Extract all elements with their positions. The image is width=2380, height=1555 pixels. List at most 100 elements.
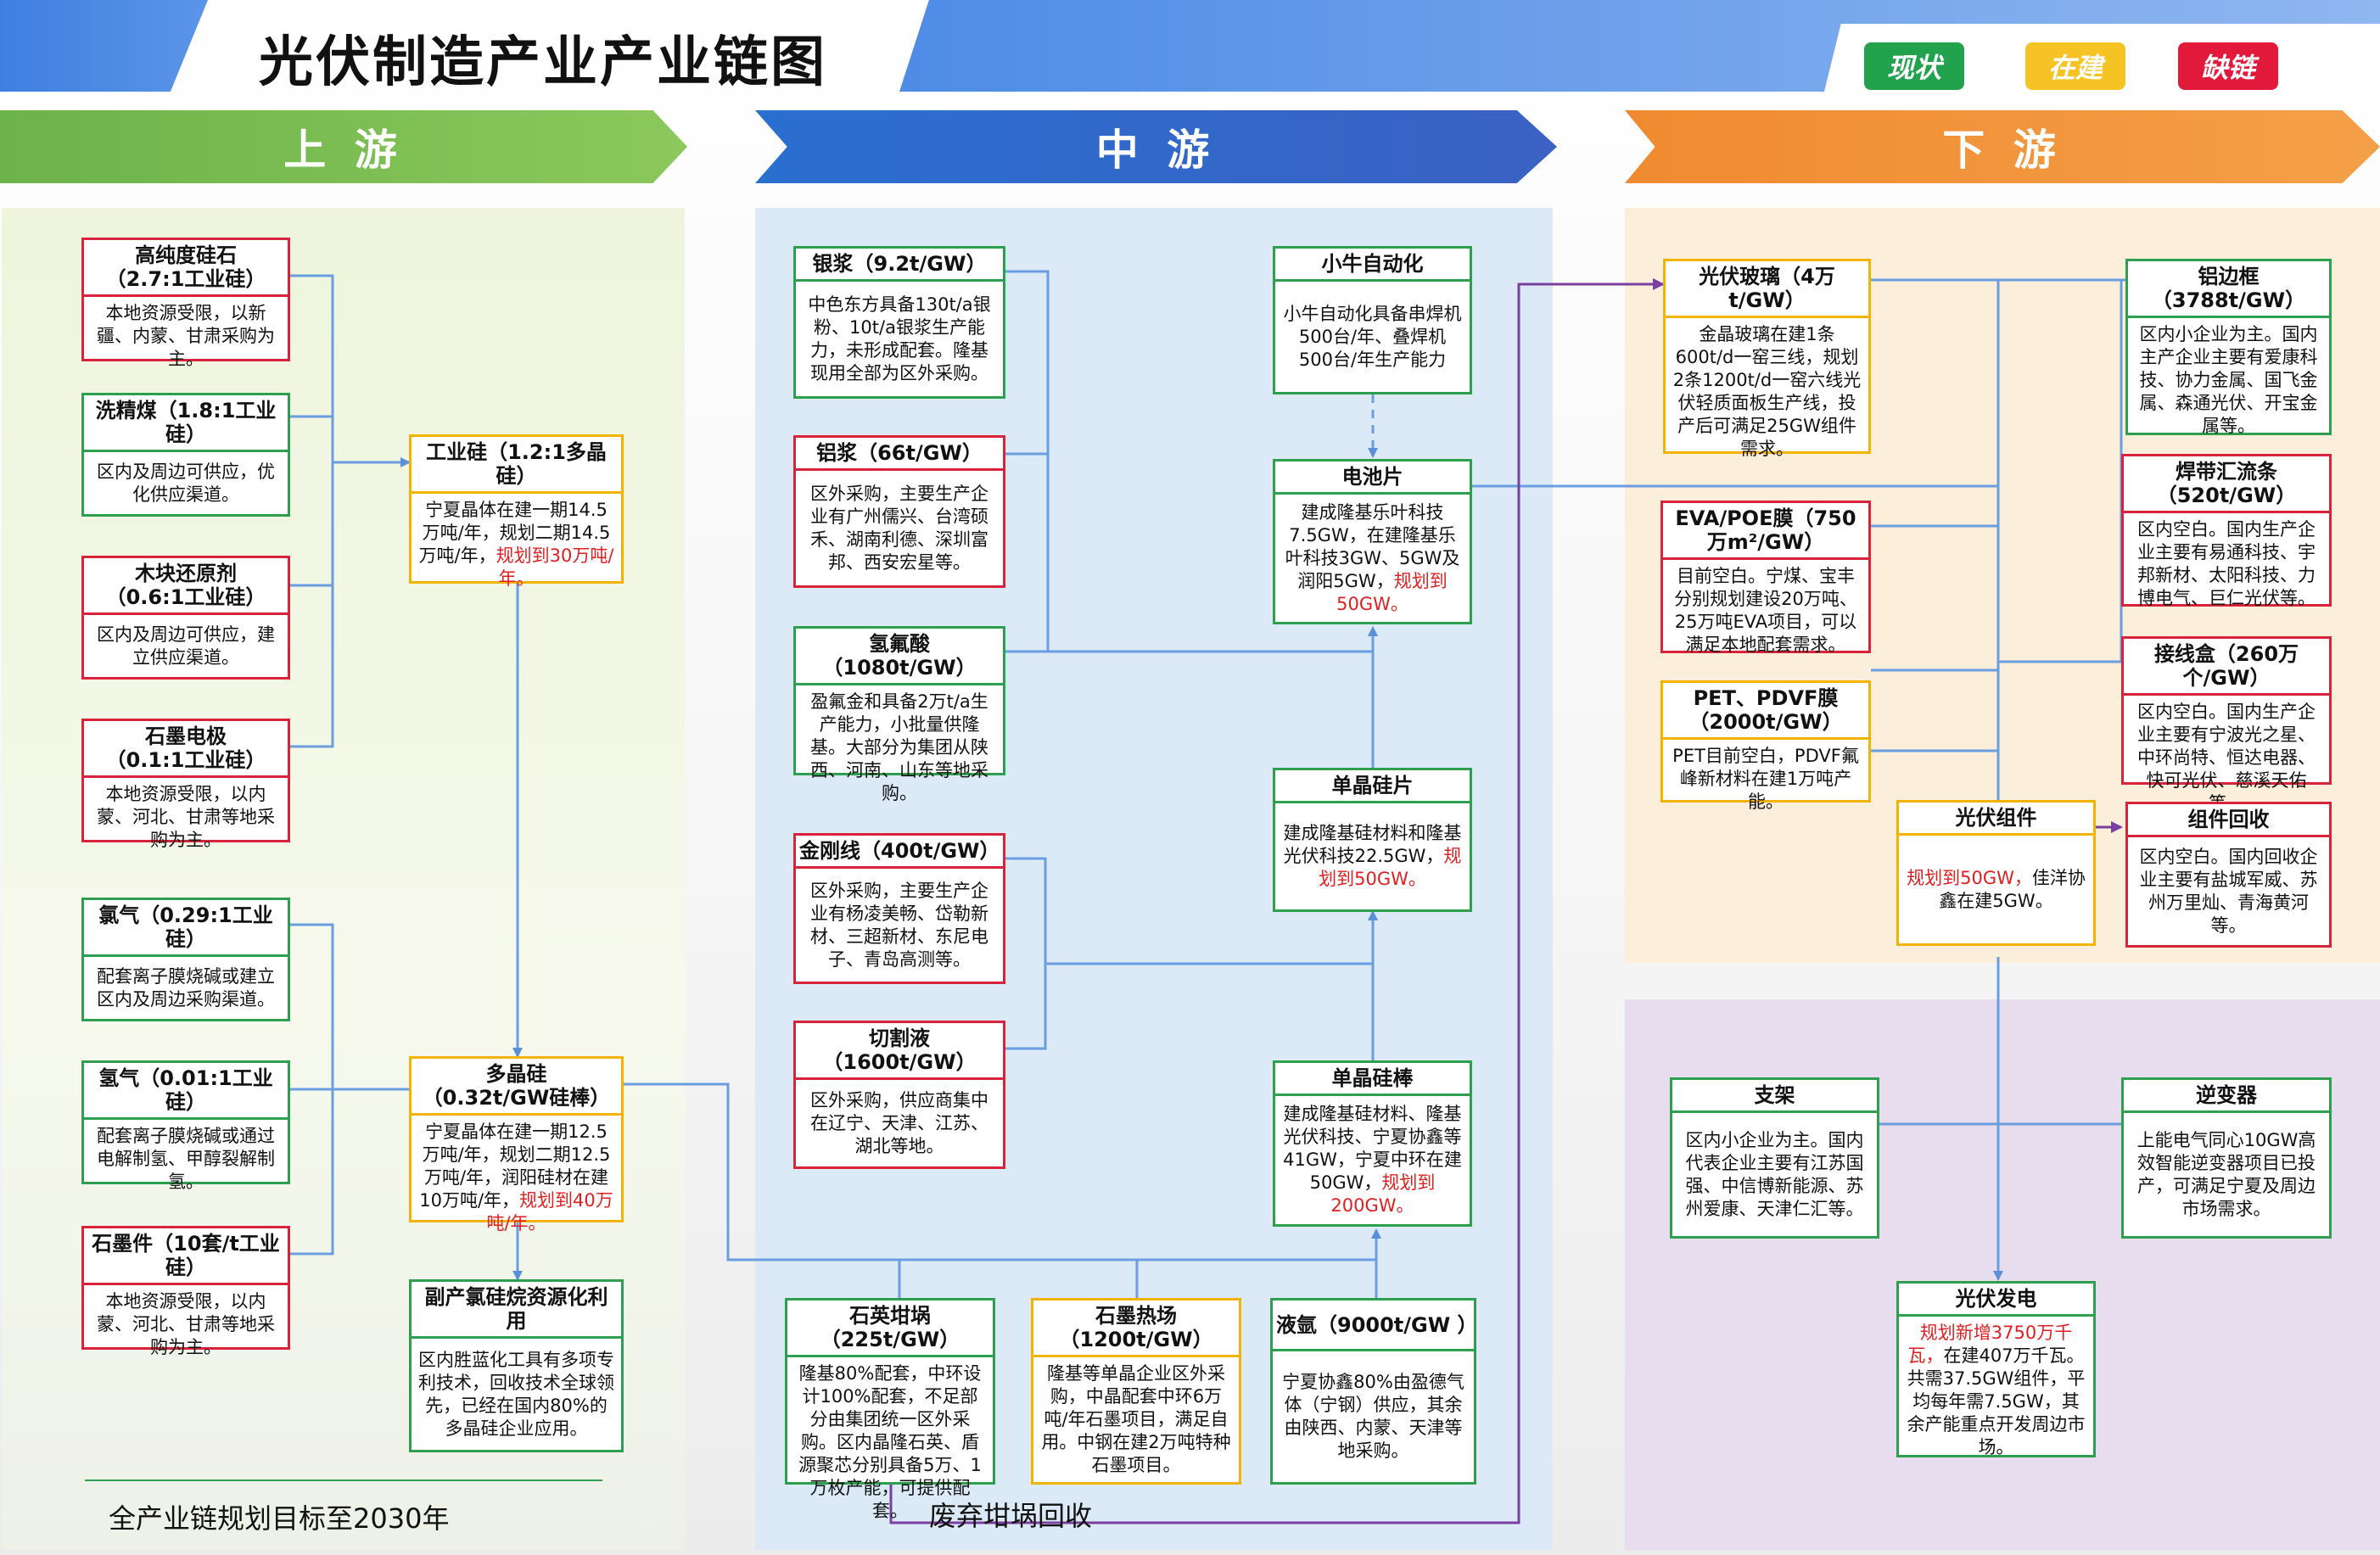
box-desc-text: 建成隆基乐叶科技7.5GW，在建隆基乐叶科技3GW、5GW及润阳5GW，规划到5… <box>1282 501 1463 616</box>
box-desc: 宁夏协鑫80%由盈德气体（宁钢）供应，其余由陕西、内蒙、天津等地采购。 <box>1282 1372 1464 1461</box>
box-mono-wafer: 单晶硅片 建成隆基硅材料和隆基光伏科技22.5GW，规划到50GW。 <box>1273 768 1472 912</box>
box-industrial-silicon: 工业硅（1.2:1多晶硅） 宁夏晶体在建一期14.5万吨/年，规划二期14.5万… <box>409 434 624 589</box>
box-desc: 规划到50GW，佳洋协鑫在建5GW。 <box>1899 836 2093 943</box>
box-module-recycling: 组件回收 区内空白。国内回收企业主要有盐城军威、苏州万里灿、青海黄河等。 <box>2125 802 2332 948</box>
desc-main: 建成隆基硅材料、隆基光伏科技、宁夏协鑫等41GW，宁夏中环在建50GW， <box>1283 1104 1462 1193</box>
box-title: 木块还原剂（0.6:1工业硅） <box>84 558 288 615</box>
box-aluminum-frame: 铝边框（3788t/GW） 区内小企业为主。国内主产企业主要有爱康科技、协力金属… <box>2125 259 2332 436</box>
box-desc: 隆基80%配套，中环设计100%配套，不足部分由集团统一区外采购。区内晶隆石英、… <box>798 1363 982 1521</box>
box-washed-coal: 洗精煤（1.8:1工业硅） 区内及周边可供应，优化供应渠道。 <box>81 393 290 517</box>
box-desc-text: 建成隆基硅材料和隆基光伏科技22.5GW，规划到50GW。 <box>1282 822 1463 891</box>
box-title-text: 单晶硅棒 <box>1331 1066 1414 1090</box>
box-desc: 区内及周边可供应，建立供应渠道。 <box>97 624 275 668</box>
box-title: EVA/POE膜（750万m²/GW） <box>1663 503 1868 560</box>
box-chlorine: 氯气（0.29:1工业硅） 配套离子膜烧碱或建立区内及周边采购渠道。 <box>81 898 290 1021</box>
box-title: 石墨热场（1200t/GW） <box>1033 1300 1239 1357</box>
waste-crucible-label: 废弃坩埚回收 <box>929 1500 1093 1532</box>
box-title: 光伏发电 <box>1899 1284 2093 1317</box>
box-title-text: 氢气（0.01:1工业硅） <box>98 1066 273 1114</box>
box-title-text: 木块还原剂 <box>135 562 237 585</box>
box-title: 支架 <box>1672 1080 1877 1113</box>
box-ratio: （0.32t/GW硅棒） <box>422 1086 611 1110</box>
desc-main: 佳洋协鑫在建5GW。 <box>1939 867 2086 911</box>
box-title: 石英坩埚（225t/GW） <box>787 1300 993 1357</box>
box-desc: 规划新增3750万千瓦，在建407万千瓦。共需37.5GW组件，平均每年需7.5… <box>1899 1317 2093 1464</box>
box-desc: 宁夏晶体在建一期14.5万吨/年，规划二期14.5万吨/年，规划到30万吨/年。 <box>412 494 621 596</box>
box-title-text: 高纯度硅石 <box>135 243 237 267</box>
page-title: 光伏制造产业产业链图 <box>259 31 827 94</box>
box-title-text: 光伏玻璃（4万t/GW） <box>1699 265 1835 312</box>
box-graphite-thermal-field: 石墨热场（1200t/GW） 隆基等单晶企业区外采购，中晶配套中环6万吨/年石墨… <box>1031 1298 1241 1485</box>
box-title: 金刚线（400t/GW） <box>796 836 1003 869</box>
box-desc: 区内胜蓝化工具有多项专利技术，回收技术全球领先，已经在国内80%的多晶硅企业应用… <box>418 1349 614 1439</box>
box-title-text: 铝边框（3788t/GW） <box>2151 265 2306 312</box>
box-desc: 建成隆基乐叶科技7.5GW，在建隆基乐叶科技3GW、5GW及润阳5GW，规划到5… <box>1275 495 1470 622</box>
box-title: 氢气（0.01:1工业硅） <box>84 1063 288 1120</box>
box-desc: 区内空白。国内生产企业主要有宁波光之星、中环尚特、恒达电器、快可光伏、慈溪天佑等… <box>2137 702 2316 814</box>
box-desc: 区外采购，主要生产企业有广州儒兴、台湾硕禾、湖南利德、深圳富邦、西安宏星等。 <box>810 483 988 573</box>
box-desc-text: 规划到50GW，佳洋协鑫在建5GW。 <box>1906 867 2086 913</box>
box-desc: 盈氟金和具备2万t/a生产能力，小批量供隆基。大部分为集团从陕西、河南、山东等地… <box>810 691 988 803</box>
box-desc: 目前空白。宁煤、宝丰分别规划建设20万吨、25万吨EVA项目，可以满足本地配套需… <box>1674 566 1857 655</box>
legend-under-construction: 在建 <box>2025 42 2125 90</box>
box-high-purity-quartz: 高纯度硅石（2.7:1工业硅） 本地资源受限，以新疆、内蒙、甘肃采购为主。 <box>81 238 290 369</box>
box-mono-ingot: 单晶硅棒 建成隆基硅材料、隆基光伏科技、宁夏协鑫等41GW，宁夏中环在建50GW… <box>1273 1060 1472 1227</box>
desc-main: 宁夏晶体在建一期14.5万吨/年，规划二期14.5万吨/年， <box>418 500 611 566</box>
box-cutting-fluid: 切割液（1600t/GW） 区外采购，供应商集中在辽宁、天津、江苏、湖北等地。 <box>793 1021 1005 1169</box>
box-eva-poe: EVA/POE膜（750万m²/GW） 目前空白。宁煤、宝丰分别规划建设20万吨… <box>1660 501 1871 655</box>
desc-main: 宁夏晶体在建一期12.5万吨/年，规划二期12.5万吨/年，润阳硅材在建10万吨… <box>419 1122 611 1211</box>
box-graphite-electrode: 石墨电极（0.1:1工业硅） 本地资源受限，以内蒙、河北、甘肃等地采购为主。 <box>81 719 290 850</box>
desc-plan: 规划到40万吨/年。 <box>486 1190 613 1233</box>
box-desc: 中色东方具备130t/a银粉、10t/a银浆生产能力，未形成配套。隆基现用全部为… <box>808 294 991 383</box>
box-desc-text: 规划新增3750万千瓦，在建407万千瓦。共需37.5GW组件，平均每年需7.5… <box>1906 1322 2086 1459</box>
box-desc: 本地资源受限，以内蒙、河北、甘肃等地采购为主。 <box>97 1291 275 1357</box>
box-silver-paste: 银浆（9.2t/GW） 中色东方具备130t/a银粉、10t/a银浆生产能力，未… <box>793 246 1005 399</box>
footnote: 全产业链规划目标至2030年 <box>109 1502 450 1535</box>
box-title-text: 接线盒（260万个/GW） <box>2153 642 2299 690</box>
header-band-left <box>0 0 208 92</box>
box-title: 组件回收 <box>2128 804 2329 837</box>
box-title-text: 银浆（9.2t/GW） <box>812 252 987 276</box>
legend-missing: 缺链 <box>2178 42 2278 90</box>
box-desc: 区外采购，主要生产企业有杨凌美畅、岱勒新材、三超新材、东尼电子、青岛高测等。 <box>810 880 988 970</box>
desc-plan: 规划到30万吨/年。 <box>496 545 614 589</box>
box-title-text: PET、PDVF膜（2000t/GW） <box>1688 686 1843 734</box>
box-title: 单晶硅棒 <box>1275 1063 1470 1096</box>
box-polysilicon: 多晶硅（0.32t/GW硅棒） 宁夏晶体在建一期12.5万吨/年，规划二期12.… <box>409 1056 624 1233</box>
box-title-text: 石墨电极 <box>145 724 227 748</box>
box-desc-text: 宁夏晶体在建一期14.5万吨/年，规划二期14.5万吨/年，规划到30万吨/年。 <box>418 499 614 590</box>
box-title: 石墨电极（0.1:1工业硅） <box>84 721 288 778</box>
box-xiaoniu-automation: 小牛自动化 小牛自动化具备串焊机500台/年、叠焊机500台/年生产能力 <box>1273 246 1472 394</box>
box-ratio: （2.7:1工业硅） <box>105 267 266 291</box>
box-title: 焊带汇流条（520t/GW） <box>2124 456 2329 513</box>
box-desc: 区内小企业为主。国内主产企业主要有爱康科技、协力金属、国飞金属、森通光伏、开宝金… <box>2139 324 2318 436</box>
box-title-text: 洗精煤（1.8:1工业硅） <box>95 399 277 446</box>
box-title-text: 氯气（0.29:1工业硅） <box>98 903 273 951</box>
box-title: 氢氟酸（1080t/GW） <box>796 629 1003 685</box>
box-pv-glass: 光伏玻璃（4万t/GW） 金晶玻璃在建1条600t/d一窑三线，规划2条1200… <box>1663 259 1871 459</box>
box-graphite-parts: 石墨件（10套/t工业硅） 本地资源受限，以内蒙、河北、甘肃等地采购为主。 <box>81 1226 290 1357</box>
box-desc: 区内及周边可供应，优化供应渠道。 <box>97 461 275 505</box>
box-title-text: 石墨热场（1200t/GW） <box>1059 1304 1213 1351</box>
box-desc: 隆基等单晶企业区外采购，中晶配套中环6万吨/年石墨项目，满足自用。中钢在建2万吨… <box>1041 1363 1231 1475</box>
box-title-text: 电池片 <box>1341 465 1403 489</box>
desc-plan: 规划到50GW。 <box>1319 846 1462 889</box>
box-junction-box: 接线盒（260万个/GW） 区内空白。国内生产企业主要有宁波光之星、中环尚特、恒… <box>2121 636 2332 814</box>
box-pv-power-generation: 光伏发电 规划新增3750万千瓦，在建407万千瓦。共需37.5GW组件，平均每… <box>1896 1281 2096 1457</box>
box-desc: 建成隆基硅材料和隆基光伏科技22.5GW，规划到50GW。 <box>1275 803 1470 909</box>
box-liquid-argon: 液氩（9000t/GW ） 宁夏协鑫80%由盈德气体（宁钢）供应，其余由陕西、内… <box>1270 1298 1478 1485</box>
box-title-text: EVA/POE膜（750万m²/GW） <box>1675 506 1856 554</box>
box-title: 液氩（9000t/GW ） <box>1273 1300 1478 1351</box>
box-hydrogen: 氢气（0.01:1工业硅） 配套离子膜烧碱或通过电解制氢、甲醇裂解制氢。 <box>81 1060 290 1192</box>
box-title-text: 多晶硅 <box>485 1062 547 1086</box>
box-ratio: （0.6:1工业硅） <box>105 585 266 609</box>
box-title-text: 组件回收 <box>2187 808 2270 831</box>
box-mounting-bracket: 支架 区内小企业为主。国内代表企业主要有江苏国强、中信博新能源、苏州爱康、天津仁… <box>1670 1077 1879 1239</box>
box-title: 光伏玻璃（4万t/GW） <box>1666 261 1868 318</box>
box-title: 石墨件（10套/t工业硅） <box>84 1228 288 1285</box>
box-pet-pdvf: PET、PDVF膜（2000t/GW） PET目前空白，PDVF氟峰新材料在建1… <box>1660 680 1871 812</box>
box-desc: 小牛自动化具备串焊机500台/年、叠焊机500台/年生产能力 <box>1283 303 1462 370</box>
box-title: 多晶硅（0.32t/GW硅棒） <box>412 1059 621 1116</box>
box-title: 副产氯硅烷资源化利用 <box>412 1282 621 1339</box>
box-ribbon-busbar: 焊带汇流条（520t/GW） 区内空白。国内生产企业主要有易通科技、宇邦新材、太… <box>2121 454 2332 608</box>
